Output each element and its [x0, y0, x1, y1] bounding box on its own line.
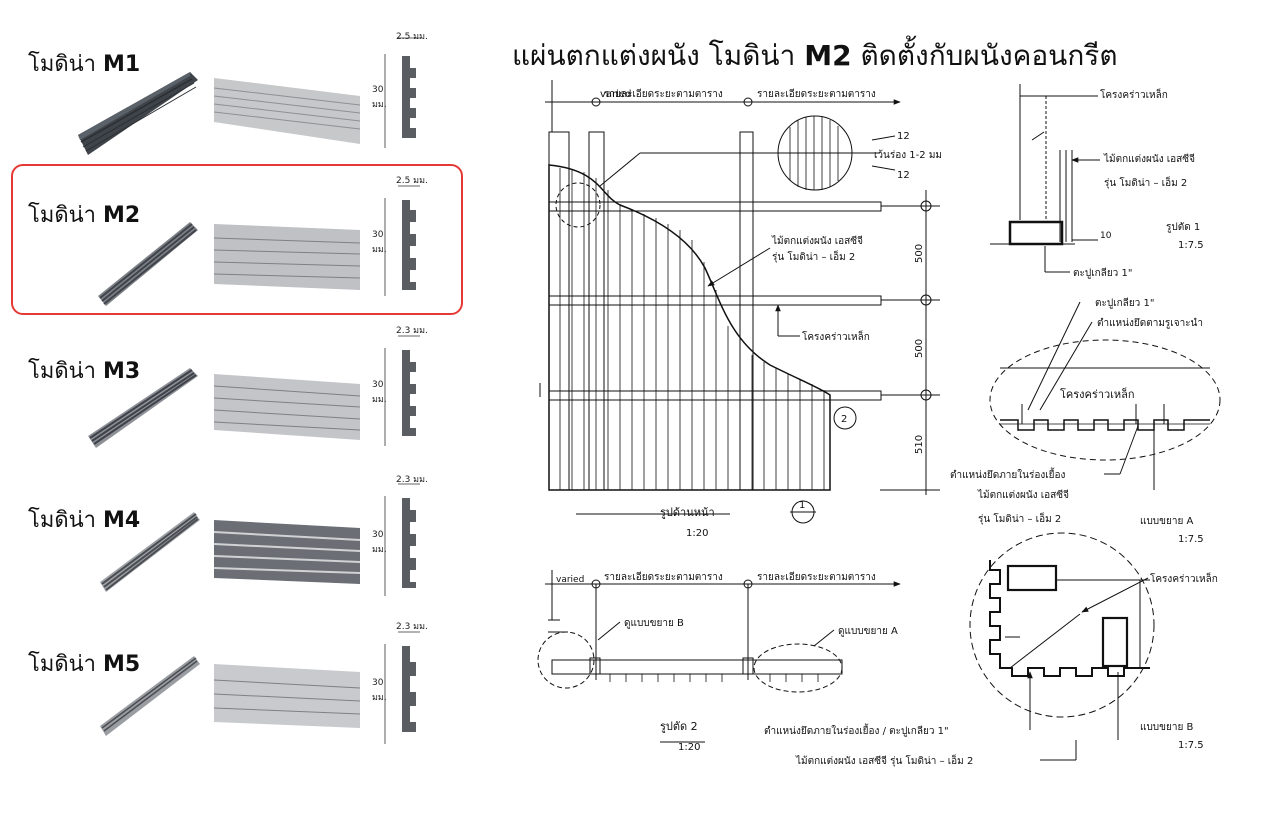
a-inside-label: ตำแหน่งยึดภายในร่องเยื้อง — [950, 467, 1066, 481]
height-m2: 30 — [372, 230, 384, 240]
elev-section-marker-2: 1 — [799, 500, 805, 511]
panel-wall-m4 — [213, 520, 361, 584]
s2-title: รูปตัด 2 — [660, 720, 698, 733]
b-scale: 1:7.5 — [1178, 740, 1204, 751]
elev-detail-left: รายละเอียดระยะตามตาราง — [604, 88, 723, 100]
detail-a — [989, 301, 1221, 490]
elev-title: รูปด้านหน้า — [660, 506, 715, 519]
section-1 — [990, 84, 1100, 273]
front-elevation — [539, 80, 940, 524]
b-panel-label: ไม้ตกแต่งผนัง เอสซีจี รุ่น โมดิน่า – เอ็… — [795, 753, 973, 767]
panel-photo-m4 — [100, 512, 200, 592]
height-unit-m2: มม. — [372, 245, 387, 255]
elev-detail-right: รายละเอียดระยะตามตาราง — [757, 88, 876, 100]
height-unit-m3: มม. — [372, 395, 387, 405]
profile-m4 — [384, 483, 420, 596]
panel-photo-m2 — [98, 222, 198, 306]
s2-see-b: ดูแบบขยาย B — [624, 618, 684, 629]
panel-wall-m5 — [213, 664, 361, 728]
height-m3: 30 — [372, 380, 384, 390]
s1-frame-label: โครงคร่าวเหล็ก — [1100, 87, 1168, 101]
elev-spacing-top: 12 — [897, 131, 910, 142]
b-title: แบบขยาย B — [1140, 722, 1193, 733]
a-frame-label: โครงคร่าวเหล็ก — [1060, 387, 1135, 401]
thickness-m2: 2.5 มม. — [396, 176, 428, 186]
b-inside-label: ตำแหน่งยึดภายในร่องเยื้อง / ตะปูเกลียว 1… — [764, 723, 949, 737]
profile-m1 — [384, 37, 420, 148]
detail-b — [969, 532, 1155, 761]
height-m5: 30 — [372, 678, 384, 688]
model-label: โมดิน่า M3 — [28, 359, 141, 384]
s2-detail-left: รายละเอียดระยะตามตาราง — [604, 571, 723, 583]
elev-dim-2: 500 — [914, 339, 925, 358]
s1-title: รูปตัด 1 — [1166, 222, 1200, 233]
thickness-m3: 2.3 มม. — [396, 326, 428, 336]
profile-m3 — [384, 335, 420, 446]
s2-see-a: ดูแบบขยาย A — [838, 626, 898, 637]
model-label: โมดิน่า M1 — [28, 52, 141, 77]
profile-m2 — [384, 185, 420, 296]
profile-column — [384, 37, 420, 744]
elev-scale: 1:20 — [686, 528, 708, 539]
elev-panel-label-2: รุ่น โมดิน่า – เอ็ม 2 — [772, 249, 855, 263]
section-2 — [537, 570, 901, 743]
panel-photo-m1 — [78, 72, 198, 155]
a-drill-label: ตำแหน่งยึดตามรูเจาะนำ — [1097, 317, 1203, 329]
s2-detail-right: รายละเอียดระยะตามตาราง — [757, 571, 876, 583]
thickness-m5: 2.3 มม. — [396, 622, 428, 632]
elev-section-marker: 2 — [841, 414, 847, 425]
s1-panel-label-1: ไม้ตกแต่งผนัง เอสซีจี — [1103, 153, 1195, 165]
panel-photo-m5 — [100, 656, 200, 736]
profile-m5 — [384, 631, 420, 744]
page-title: แผ่นตกแต่งผนัง โมดิน่า M2 ติดตั้งกับผนัง… — [512, 39, 1118, 72]
elev-varied: varied — [600, 89, 631, 100]
s1-dim: 10 — [1100, 231, 1112, 241]
technical-drawing: varied รายละเอียดระยะตามตาราง รายละเอียด… — [537, 80, 1221, 767]
s1-screw-label: ตะปูเกลียว 1" — [1073, 267, 1132, 279]
elev-spacing-bottom: 12 — [897, 170, 910, 181]
s1-panel-label-2: รุ่น โมดิน่า – เอ็ม 2 — [1104, 175, 1187, 189]
panel-wall-m3 — [213, 374, 361, 440]
elev-frame-label: โครงคร่าวเหล็ก — [802, 329, 870, 343]
model-label: โมดิน่า M2 — [28, 203, 141, 228]
panel-wall-m1 — [213, 78, 361, 144]
model-label: โมดิน่า M5 — [28, 652, 141, 677]
a-scale: 1:7.5 — [1178, 534, 1204, 545]
panel-photo-m3 — [88, 368, 198, 448]
model-label: โมดิน่า M4 — [28, 508, 141, 533]
a-panel-label-2: รุ่น โมดิน่า – เอ็ม 2 — [978, 511, 1061, 525]
selected-frame — [11, 164, 463, 315]
elev-dim-3: 510 — [914, 435, 925, 454]
elev-gap-note: เว้นร่อง 1-2 มม — [874, 149, 942, 161]
height-unit-m5: มม. — [372, 693, 387, 703]
a-screw-label: ตะปูเกลียว 1" — [1095, 297, 1154, 309]
height-unit-m1: มม. — [372, 100, 387, 110]
a-title: แบบขยาย A — [1140, 516, 1193, 527]
elev-panel-label-1: ไม้ตกแต่งผนัง เอสซีจี — [771, 235, 863, 247]
height-unit-m4: มม. — [372, 545, 387, 555]
thickness-m4: 2.3 มม. — [396, 475, 428, 485]
panel-wall-m2 — [213, 224, 361, 290]
height-m4: 30 — [372, 530, 384, 540]
s1-scale: 1:7.5 — [1178, 240, 1204, 251]
elev-dim-1: 500 — [914, 244, 925, 263]
s2-scale: 1:20 — [678, 742, 700, 753]
b-frame-label: โครงคร่าวเหล็ก — [1150, 571, 1218, 585]
a-panel-label-1: ไม้ตกแต่งผนัง เอสซีจี — [977, 489, 1069, 501]
height-m1: 30 — [372, 85, 384, 95]
thickness-m1: 2.5 มม. — [396, 32, 428, 42]
s2-varied: varied — [556, 575, 584, 585]
